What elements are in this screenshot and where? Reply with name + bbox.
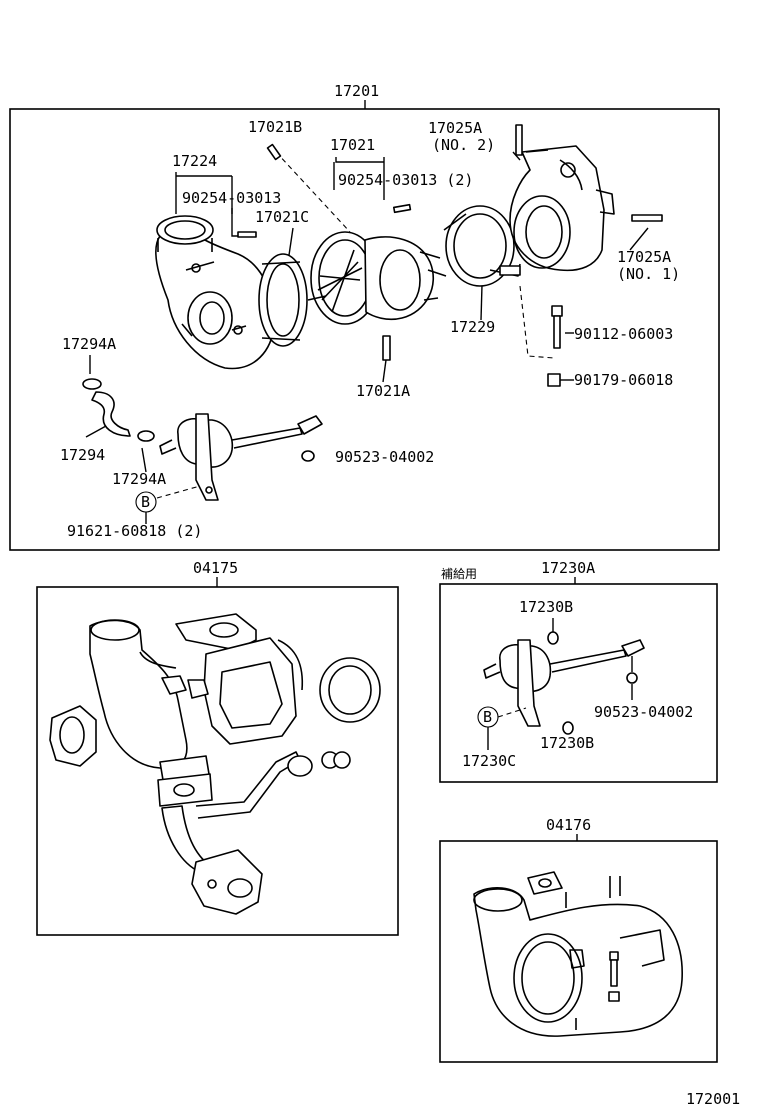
label-17025A-no2: 17025A: [428, 119, 482, 137]
pin-90254-b: [392, 203, 412, 214]
actuator-kit-section: 補給用 17230A 17230B 90523-04002 B 17230B 1…: [439, 559, 718, 783]
label-90523-04002: 90523-04002: [335, 448, 434, 466]
kit-number-04175: 04175: [193, 559, 238, 577]
main-assembly-frame: [9, 108, 720, 551]
housing-kit-drawing: [473, 871, 683, 1037]
kit-number-17230A: 17230A: [541, 559, 595, 577]
label-90179-06018: 90179-06018: [574, 371, 673, 389]
label-91621-60818: 91621-60818 (2): [67, 522, 202, 540]
label-17230C: 17230C: [462, 752, 516, 770]
housing-kit-frame: [439, 840, 718, 1063]
label-17229: 17229: [450, 318, 495, 336]
assembly-number-17201: 17201: [334, 82, 379, 100]
clip-17294A-top: [82, 378, 102, 390]
gasket-kit-section: 04175: [36, 559, 399, 936]
housing-kit-section: 04176: [439, 816, 718, 1063]
seal-ring-17021C: [258, 253, 308, 347]
label-17021: 17021: [330, 136, 375, 154]
label-90254-03013-2: 90254-03013 (2): [338, 171, 473, 189]
label-17230B-bottom: 17230B: [540, 734, 594, 752]
label-17294A-bottom: 17294A: [112, 470, 166, 488]
label-17294A-top: 17294A: [62, 335, 116, 353]
label-17021B: 17021B: [248, 118, 302, 136]
label-17224: 17224: [172, 152, 217, 170]
label-b-ref-main: B: [141, 493, 150, 511]
v-clamp-17229: [443, 205, 521, 287]
label-17294: 17294: [60, 446, 105, 464]
label-17021C: 17021C: [255, 208, 309, 226]
supply-note: 補給用: [441, 567, 477, 581]
label-90523-04002-kit: 90523-04002: [594, 703, 693, 721]
label-17025A-no1: 17025A: [617, 248, 671, 266]
stud-17025A-no2: [515, 124, 523, 156]
clip-17294A-bottom: [137, 430, 155, 442]
label-90112-06003: 90112-06003: [574, 325, 673, 343]
stud-17021A: [382, 335, 391, 361]
label-no1: (NO. 1): [617, 265, 680, 283]
page-code: 172001: [686, 1090, 740, 1108]
bolt-90112-06003: [551, 305, 563, 349]
main-assembly-section: 17201 17021B 17021 17025A (NO. 2) 17224 …: [9, 82, 720, 551]
gasket-kit-drawing: [49, 613, 381, 915]
hose-17294: [91, 391, 131, 437]
nut-90179-06018: [547, 373, 561, 387]
label-no2: (NO. 2): [432, 136, 495, 154]
stud-17025A-no1: [631, 214, 663, 222]
wastegate-actuator: [159, 413, 323, 501]
gasket-kit-frame: [36, 586, 399, 936]
label-17230B-top: 17230B: [519, 598, 573, 616]
pin-90254-a: [237, 231, 257, 238]
kit-number-04176: 04176: [546, 816, 591, 834]
bolt-17021B: [266, 143, 282, 161]
label-17021A: 17021A: [356, 382, 410, 400]
actuator-kit-drawing: [483, 618, 645, 750]
compressor-housing-17224: [155, 215, 275, 370]
label-b-ref-kit: B: [483, 708, 492, 726]
actuator-kit-frame: [439, 583, 718, 783]
clip-90523-04002: [301, 450, 315, 462]
center-cartridge-17021: [307, 231, 447, 325]
turbine-housing: [509, 145, 615, 272]
